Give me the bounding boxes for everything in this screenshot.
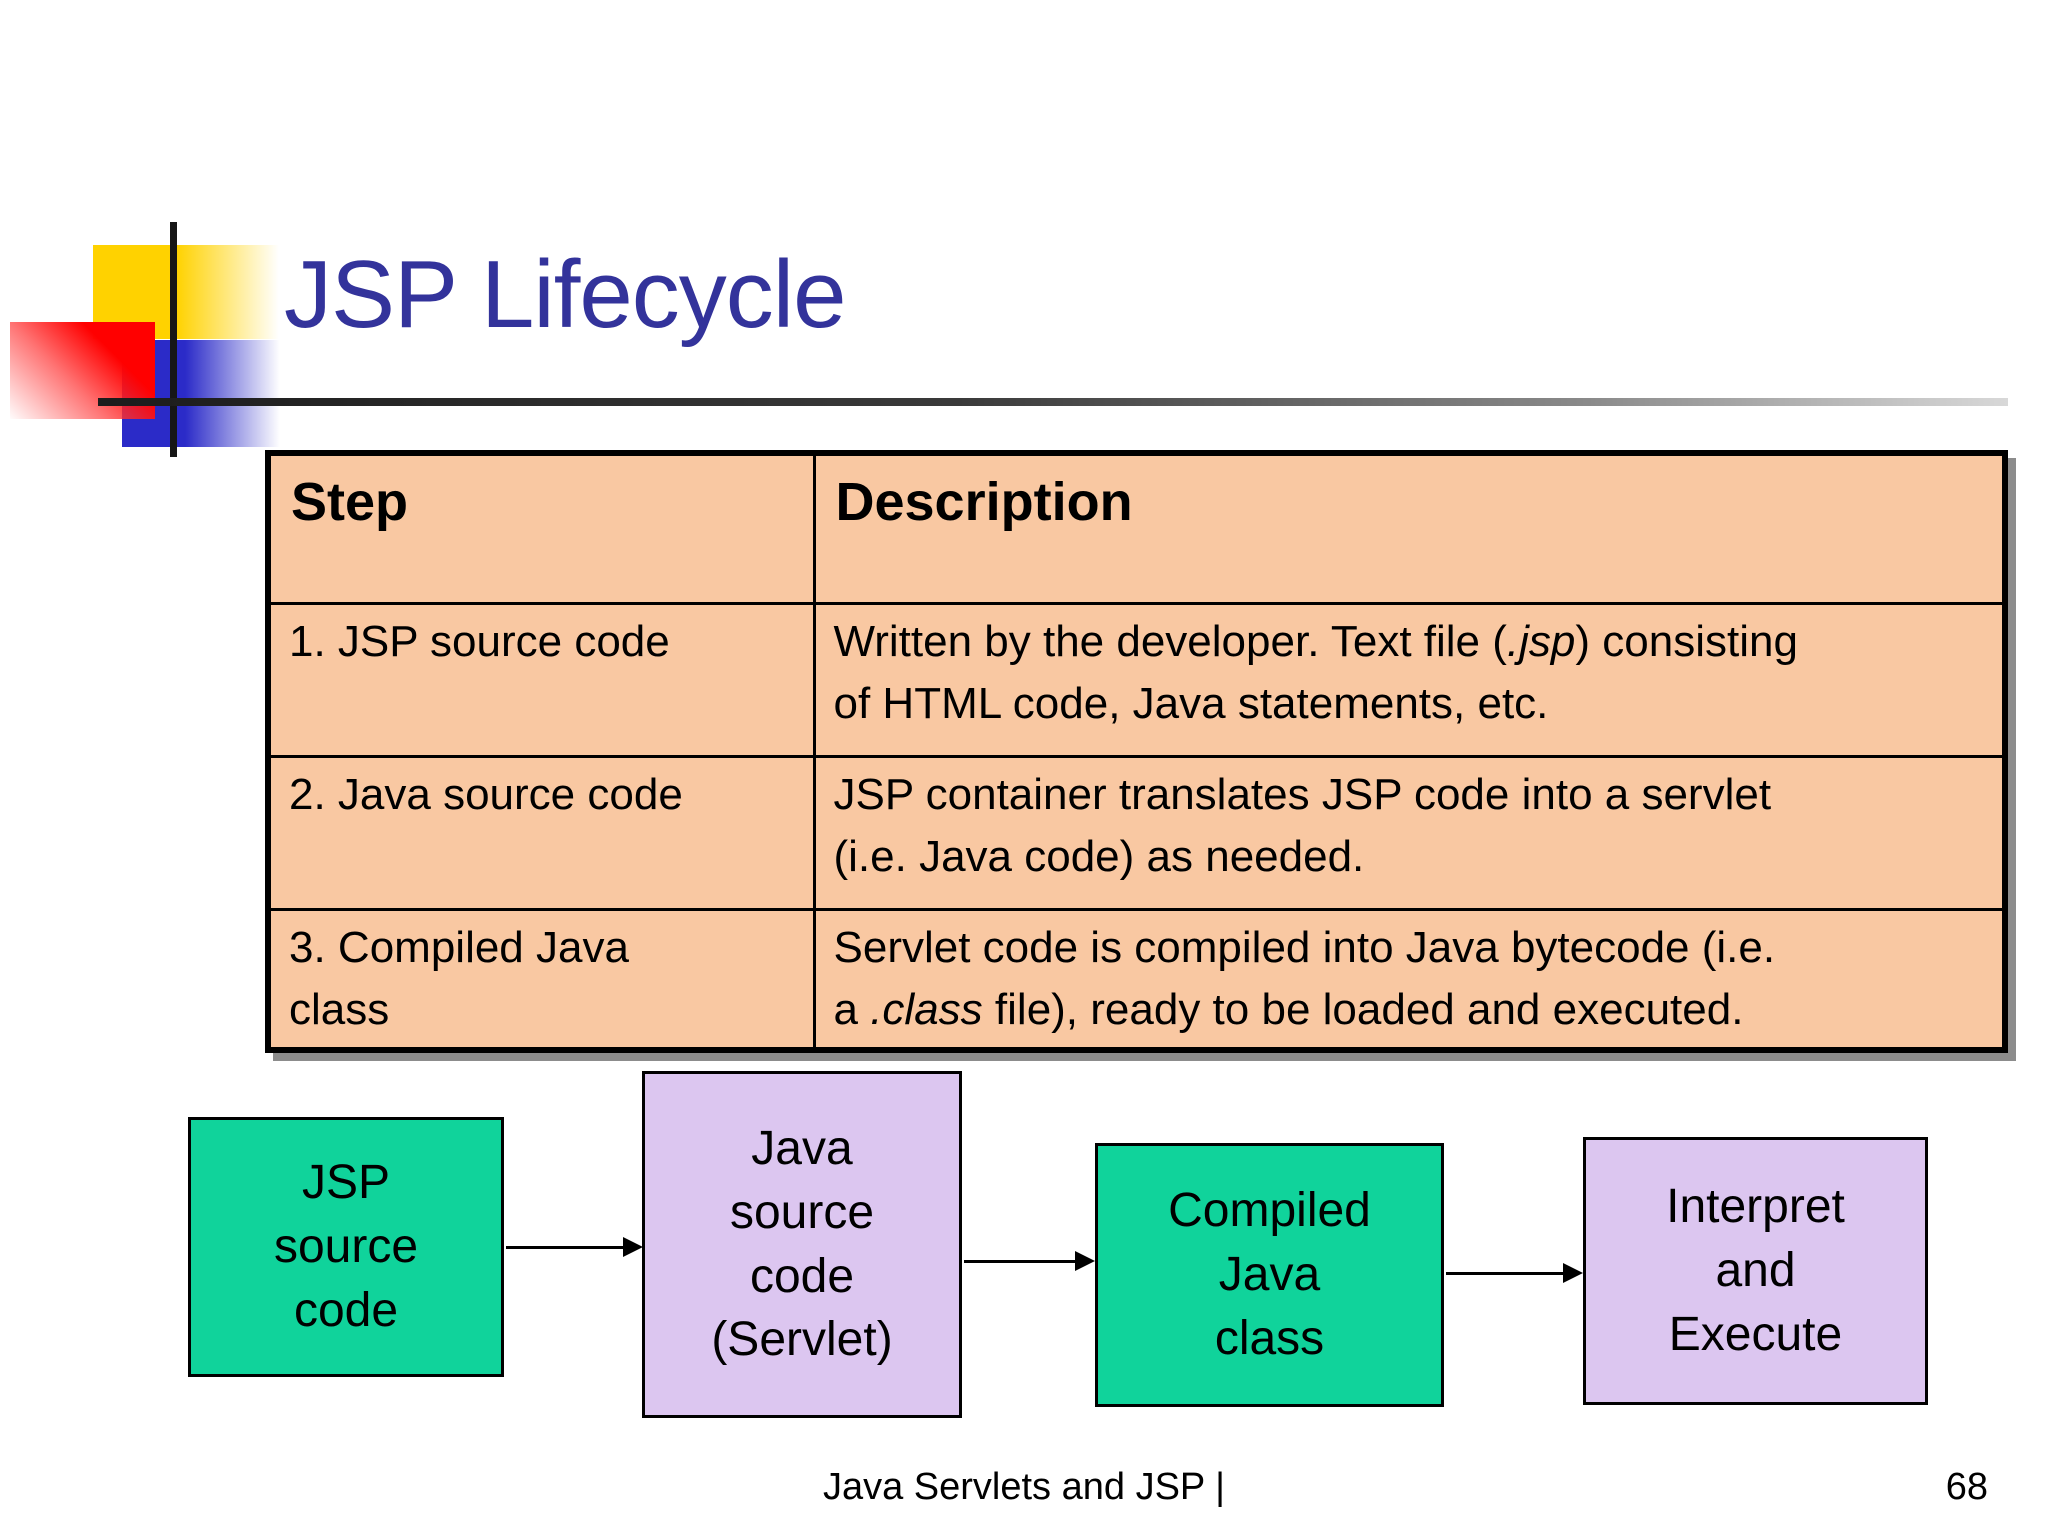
title-divider-rule [98,398,2008,406]
description-segment: Written by the developer. Text file ( [833,617,1507,666]
description-cell: Written by the developer. Text file (.js… [812,602,2007,758]
description-segment: JSP container translates JSP code into a… [833,770,1772,882]
flow-box-compiled-java-class: Compiled Java class [1095,1143,1444,1407]
description-segment: ) consisting of HTML code, Java statemen… [833,617,1798,729]
flow-arrow-2 [964,1251,1095,1271]
flow-box-jsp-source-code: JSP source code [188,1117,504,1377]
table-header-row: Step Description [266,451,2007,605]
step-cell: 3. Compiled Java class [266,908,816,1052]
description-cell: JSP container translates JSP code into a… [812,755,2007,911]
decoration-vertical-line [170,222,177,457]
description-italic-segment: .class [870,985,983,1035]
flow-box-interpret-and-execute: Interpret and Execute [1583,1137,1928,1405]
description-segment: file), ready to be loaded and executed. [982,985,1744,1035]
description-italic-segment: .jsp [1506,617,1576,666]
flow-arrow-3 [1446,1263,1583,1283]
description-cell: Servlet code is compiled into Java bytec… [812,908,2007,1052]
column-header-description: Description [812,451,2007,605]
column-header-step: Step [266,451,816,605]
flow-box-java-source-code: Java source code (Servlet) [642,1071,962,1418]
page-number: 68 [1945,1466,1988,1508]
footer-text: Java Servlets and JSP | [822,1466,1226,1508]
flow-arrow-1 [506,1237,643,1257]
step-cell: 1. JSP source code [266,602,816,758]
description-segment: Servlet code is compiled into Java bytec… [833,923,1776,1035]
slide-title: JSP Lifecycle [284,241,846,348]
step-cell: 2. Java source code [266,755,816,911]
